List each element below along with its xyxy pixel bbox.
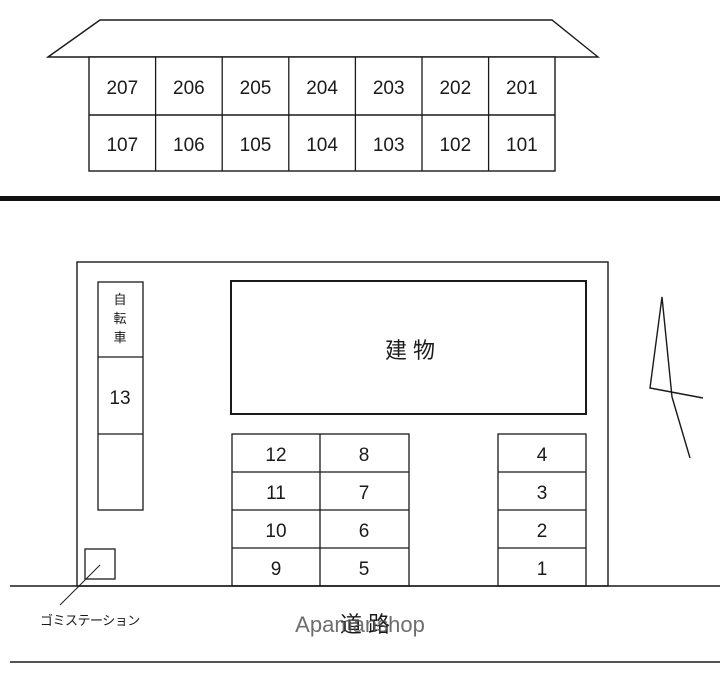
floor2-unit-201: 201 — [506, 78, 538, 99]
floor2-unit-204: 204 — [306, 78, 338, 99]
parking-left-rows: 12 8 11 7 10 6 9 5 — [232, 445, 409, 580]
parking-space-8: 8 — [359, 445, 370, 466]
unit-labels: 207 206 205 204 203 202 201 107 106 105 104 103 102 1… — [106, 78, 537, 156]
bicycle-label-char-1: 自 — [113, 292, 126, 307]
parking-space-7: 7 — [359, 483, 370, 504]
unit-dividers — [154, 57, 490, 171]
roof — [45, 19, 600, 58]
building-label: 建 物 — [385, 338, 435, 363]
garbage-leader-line — [59, 564, 101, 606]
parking-right-rows: 4 3 2 1 — [498, 445, 586, 580]
building-footprint — [230, 280, 587, 415]
floor2-unit-207: 207 — [106, 78, 138, 99]
garbage-station-box — [84, 548, 116, 580]
floor2-unit-205: 205 — [240, 78, 272, 99]
north-arrow-icon — [649, 296, 704, 459]
site-boundary — [76, 261, 609, 587]
floor1-unit-103: 103 — [373, 135, 405, 156]
section-separator — [0, 196, 720, 201]
parking-space-5: 5 — [359, 559, 370, 580]
floor1-unit-105: 105 — [240, 135, 272, 156]
floor1-unit-106: 106 — [173, 135, 205, 156]
road-label: 道 路 — [340, 612, 390, 637]
floor2-unit-202: 202 — [439, 78, 471, 99]
parking-space-10: 10 — [265, 521, 286, 542]
floor2-unit-206: 206 — [173, 78, 205, 99]
parking-space-3: 3 — [537, 483, 548, 504]
bicycle-label-char-2: 転 — [113, 311, 126, 326]
bicycle-parking-frame — [97, 281, 144, 511]
watermark: Apamanshop — [295, 612, 425, 637]
parking-space-12: 12 — [265, 445, 286, 466]
parking-space-1: 1 — [537, 559, 548, 580]
bicycle-space-number: 13 — [109, 388, 130, 409]
garbage-station-label: ゴミステーション — [40, 613, 140, 628]
floor2-unit-203: 203 — [373, 78, 405, 99]
floor1-unit-101: 101 — [506, 135, 538, 156]
site-map: 自 転 車 13 建 物 12 8 11 7 10 6 9 5 4 3 2 1 ゴミステーション 道… — [10, 261, 720, 663]
floor1-unit-107: 107 — [106, 135, 138, 156]
parking-space-9: 9 — [271, 559, 282, 580]
parking-space-11: 11 — [266, 483, 286, 504]
parking-left-block: 12 8 11 7 10 6 9 5 — [231, 433, 410, 587]
floor1-unit-104: 104 — [306, 135, 338, 156]
bicycle-parking: 自 転 車 13 — [97, 281, 144, 511]
bicycle-label-char-3: 車 — [113, 330, 126, 345]
unit-grid-frame — [88, 56, 556, 172]
parking-space-2: 2 — [537, 521, 548, 542]
parking-right-block: 4 3 2 1 — [497, 433, 587, 587]
floor1-unit-102: 102 — [439, 135, 471, 156]
parking-space-6: 6 — [359, 521, 370, 542]
parking-space-4: 4 — [537, 445, 548, 466]
building-elevation: 207 206 205 204 203 202 201 107 106 105 104 103 102 1… — [45, 19, 600, 172]
